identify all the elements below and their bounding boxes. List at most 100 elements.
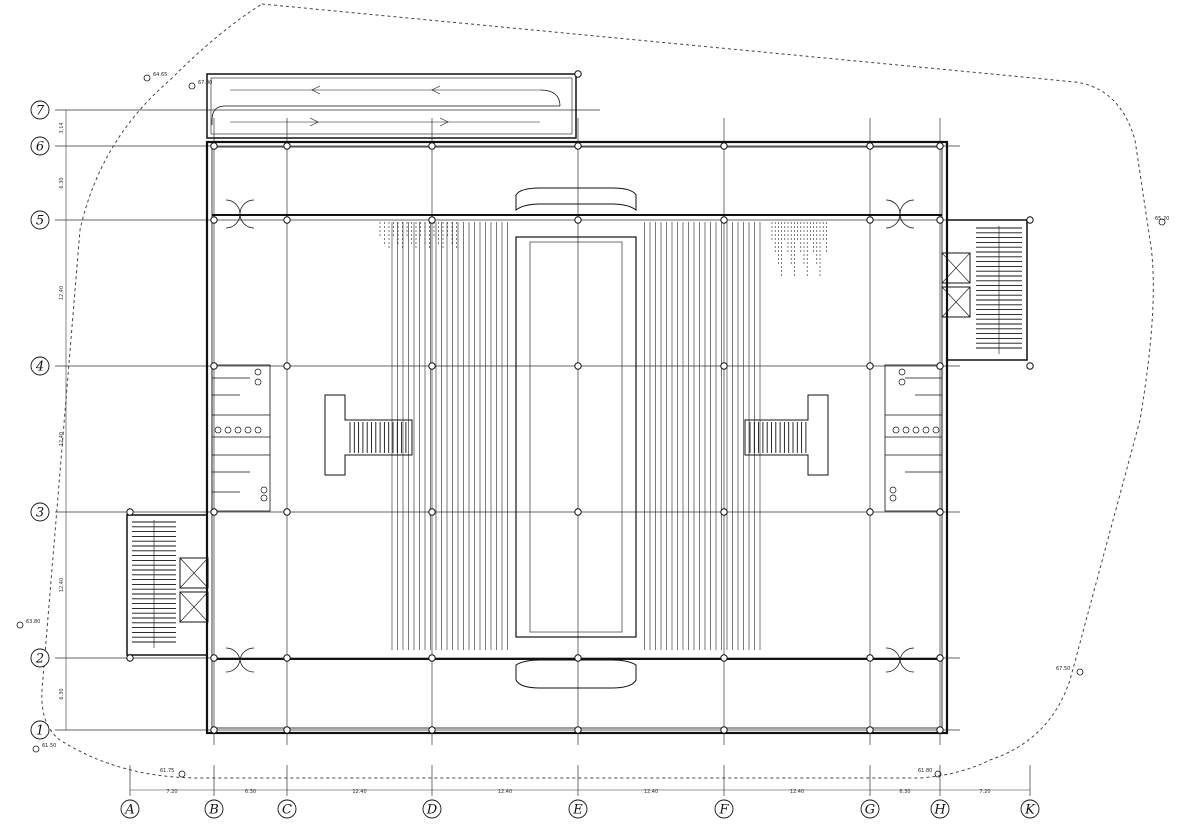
- elevation-mark: 61.50: [32, 743, 56, 753]
- toilet-fixture: [889, 494, 897, 502]
- inner-stairs-east: [744, 394, 829, 476]
- column-bubble: [277, 799, 297, 819]
- dimension-value: 7.20: [979, 789, 990, 795]
- column-marker: [936, 508, 944, 516]
- elevation-label: 63.80: [26, 619, 40, 625]
- dimension-value: 6.30: [245, 789, 256, 795]
- column-bubble: [860, 799, 880, 819]
- building-outline: [205, 140, 949, 735]
- column-marker: [936, 216, 944, 224]
- central-court: [515, 187, 637, 689]
- toilet-fixture: [254, 378, 262, 386]
- column-marker: [283, 362, 291, 370]
- column-bubble: [714, 799, 734, 819]
- inner-stairs-west: [324, 394, 413, 476]
- column-marker: [720, 654, 728, 662]
- row-bubble: [30, 210, 50, 230]
- elevation-mark: 64.65: [143, 72, 167, 82]
- top-ramp: [206, 73, 577, 139]
- toilet-fixture: [922, 426, 930, 434]
- column-marker: [866, 216, 874, 224]
- toilet-fixture: [260, 494, 268, 502]
- toilet-fixtures: [214, 368, 940, 502]
- column-marker: [210, 726, 218, 734]
- stair-tower-west: [126, 514, 209, 656]
- elevation-mark: 65.20: [1155, 216, 1169, 226]
- column-marker: [720, 508, 728, 516]
- column-label: E: [572, 803, 583, 818]
- column-bubble: [1020, 799, 1040, 819]
- column-marker: [720, 362, 728, 370]
- row-label: 2: [35, 652, 44, 667]
- dimension-value: 12.40: [59, 286, 65, 300]
- column-marker: [1026, 216, 1034, 224]
- row-label: 1: [36, 724, 44, 739]
- elevation-label: 67.00: [198, 80, 212, 86]
- column-label: C: [282, 803, 292, 818]
- column-marker: [866, 142, 874, 150]
- dimension-value: 3.14: [59, 122, 65, 133]
- seating-tiers: [379, 222, 827, 650]
- elevation-mark: 67.50: [1056, 666, 1084, 676]
- column-marker: [936, 654, 944, 662]
- elevation-label: 65.20: [1155, 216, 1169, 222]
- column-marker: [126, 508, 134, 516]
- row-bubble: [30, 720, 50, 740]
- column-marker: [720, 216, 728, 224]
- column-marker: [936, 142, 944, 150]
- column-marker: [574, 726, 582, 734]
- column-marker: [574, 70, 582, 78]
- dimension-value: 7.20: [166, 789, 177, 795]
- row-label: 6: [36, 140, 44, 155]
- elevation-label: 61.75: [160, 768, 174, 774]
- column-marker: [574, 142, 582, 150]
- toilet-fixture: [912, 426, 920, 434]
- column-marker: [283, 726, 291, 734]
- column-marker: [283, 216, 291, 224]
- column-label: A: [124, 803, 134, 818]
- column-marker: [283, 142, 291, 150]
- row-bubble: [30, 502, 50, 522]
- toilet-fixture: [254, 368, 262, 376]
- toilet-fixture: [224, 426, 232, 434]
- column-marker: [428, 508, 436, 516]
- column-label: F: [718, 803, 729, 818]
- toilet-fixture: [932, 426, 940, 434]
- dimension-value: 12.40: [498, 789, 512, 795]
- toilet-fixture: [234, 426, 242, 434]
- elevation-label: 67.50: [1056, 666, 1070, 672]
- column-marker: [283, 508, 291, 516]
- column-marker: [866, 654, 874, 662]
- column-marker: [428, 654, 436, 662]
- toilet-fixture: [214, 426, 222, 434]
- column-marker: [126, 654, 134, 662]
- row-bubble: [30, 100, 50, 120]
- dimension-value: 12.40: [644, 789, 658, 795]
- column-marker: [574, 508, 582, 516]
- column-marker: [428, 216, 436, 224]
- column-marker: [210, 508, 218, 516]
- elevation-label: 61.50: [42, 743, 56, 749]
- column-label: H: [933, 803, 946, 818]
- column-bubble: [204, 799, 224, 819]
- column-marker: [428, 726, 436, 734]
- row-bubble: [30, 648, 50, 668]
- row-bubble: [30, 136, 50, 156]
- column-marker: [210, 362, 218, 370]
- column-marker: [574, 362, 582, 370]
- column-marker: [574, 654, 582, 662]
- site-boundary: [41, 3, 1154, 779]
- column-bubble: [930, 799, 950, 819]
- column-marker: [210, 216, 218, 224]
- toilet-fixture: [254, 426, 262, 434]
- column-marker: [720, 726, 728, 734]
- dimension-value: 12.40: [59, 578, 65, 592]
- row-label: 5: [36, 214, 44, 229]
- elevation-label: 61.80: [918, 768, 932, 774]
- dimension-value: 12.40: [59, 432, 65, 446]
- structural-columns: [126, 70, 1034, 734]
- column-marker: [866, 508, 874, 516]
- doors: [225, 199, 915, 673]
- column-marker: [283, 654, 291, 662]
